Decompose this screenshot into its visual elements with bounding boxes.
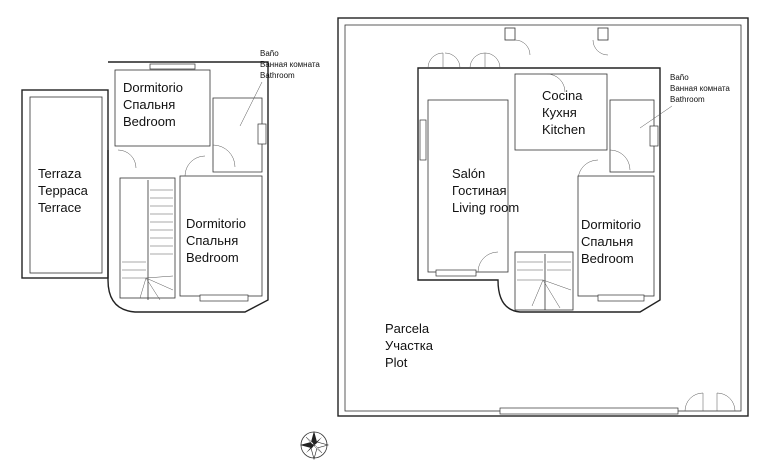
- door-swing: [477, 251, 499, 273]
- upper-stairs: [119, 177, 176, 301]
- upper-bedroom2-label-ru: Спальня: [186, 233, 238, 248]
- terrace-label-en: Terrace: [38, 200, 81, 215]
- bedroom2-window: [199, 294, 249, 302]
- pillar: [504, 27, 516, 41]
- compass-rose-icon: [300, 431, 330, 460]
- upper-floor-outer-wall: [107, 61, 269, 313]
- bedroom1-window: [149, 63, 196, 70]
- ground-stairs: [514, 251, 574, 311]
- gate-swing: [684, 392, 704, 412]
- ground-bathroom-label-es: Baño: [670, 73, 689, 82]
- ground-bedroom-label-es: Dormitorio: [581, 217, 641, 232]
- door-swing: [577, 159, 599, 181]
- terrace-inner: [29, 96, 103, 274]
- door-swing: [184, 155, 206, 177]
- door-swing: [212, 144, 236, 168]
- door-swing: [514, 39, 531, 56]
- ground-bedroom-window: [597, 294, 645, 302]
- ground-bathroom-outline: [609, 99, 655, 173]
- plot-gate: [499, 407, 679, 415]
- porch-door: [444, 52, 461, 69]
- porch-door: [469, 52, 486, 69]
- ground-bathroom-label-ru: Ванная комната: [670, 84, 730, 93]
- ground-bathroom-label-en: Bathroom: [670, 95, 705, 104]
- living-window-bottom: [435, 269, 477, 277]
- door-swing: [117, 149, 137, 169]
- gate-swing: [716, 392, 736, 412]
- upper-bathroom-window: [257, 123, 267, 145]
- plot-inner: [344, 24, 742, 412]
- upper-bathroom-label-ru: Ванная комната: [260, 60, 320, 69]
- bedroom1-outline: [114, 69, 211, 147]
- plot-label-en: Plot: [385, 355, 408, 370]
- living-label-es: Salón: [452, 166, 485, 181]
- pillar: [597, 27, 609, 41]
- terrace-label-es: Terraza: [38, 166, 82, 181]
- bathroom-leader-line: [239, 81, 263, 127]
- ground-floor: [337, 17, 749, 417]
- terrace-label-ru: Терраса: [38, 183, 89, 198]
- porch-door: [484, 52, 501, 69]
- kitchen-label-en: Kitchen: [542, 122, 585, 137]
- ground-bedroom-label-ru: Спальня: [581, 234, 633, 249]
- plot-label-ru: Участка: [385, 338, 434, 353]
- porch-door: [427, 52, 444, 69]
- upper-bathroom-label-es: Baño: [260, 49, 279, 58]
- kitchen-outline: [514, 73, 608, 151]
- ground-bedroom-label-en: Bedroom: [581, 251, 634, 266]
- kitchen-label-es: Cocina: [542, 88, 583, 103]
- plot-outline: [337, 17, 749, 417]
- door-swing: [592, 39, 609, 56]
- door-swing: [609, 149, 631, 171]
- kitchen-label-ru: Кухня: [542, 105, 577, 120]
- living-window: [419, 119, 427, 161]
- door-swing: [546, 73, 566, 93]
- upper-bedroom2-label-en: Bedroom: [186, 250, 239, 265]
- upper-bedroom1-label-ru: Спальня: [123, 97, 175, 112]
- plot-label-es: Parcela: [385, 321, 430, 336]
- upper-bedroom1-label-en: Bedroom: [123, 114, 176, 129]
- ground-bathroom-window: [649, 125, 659, 147]
- upper-bedroom2-label-es: Dormitorio: [186, 216, 246, 231]
- upper-bedroom1-label-es: Dormitorio: [123, 80, 183, 95]
- upper-floor: [21, 61, 269, 313]
- living-label-en: Living room: [452, 200, 519, 215]
- living-label-ru: Гостиная: [452, 183, 507, 198]
- upper-bathroom-outline: [212, 97, 263, 173]
- bathroom-leader-line: [639, 105, 673, 129]
- ground-floor-outer-wall: [417, 67, 661, 313]
- upper-bathroom-label-en: Bathroom: [260, 71, 295, 80]
